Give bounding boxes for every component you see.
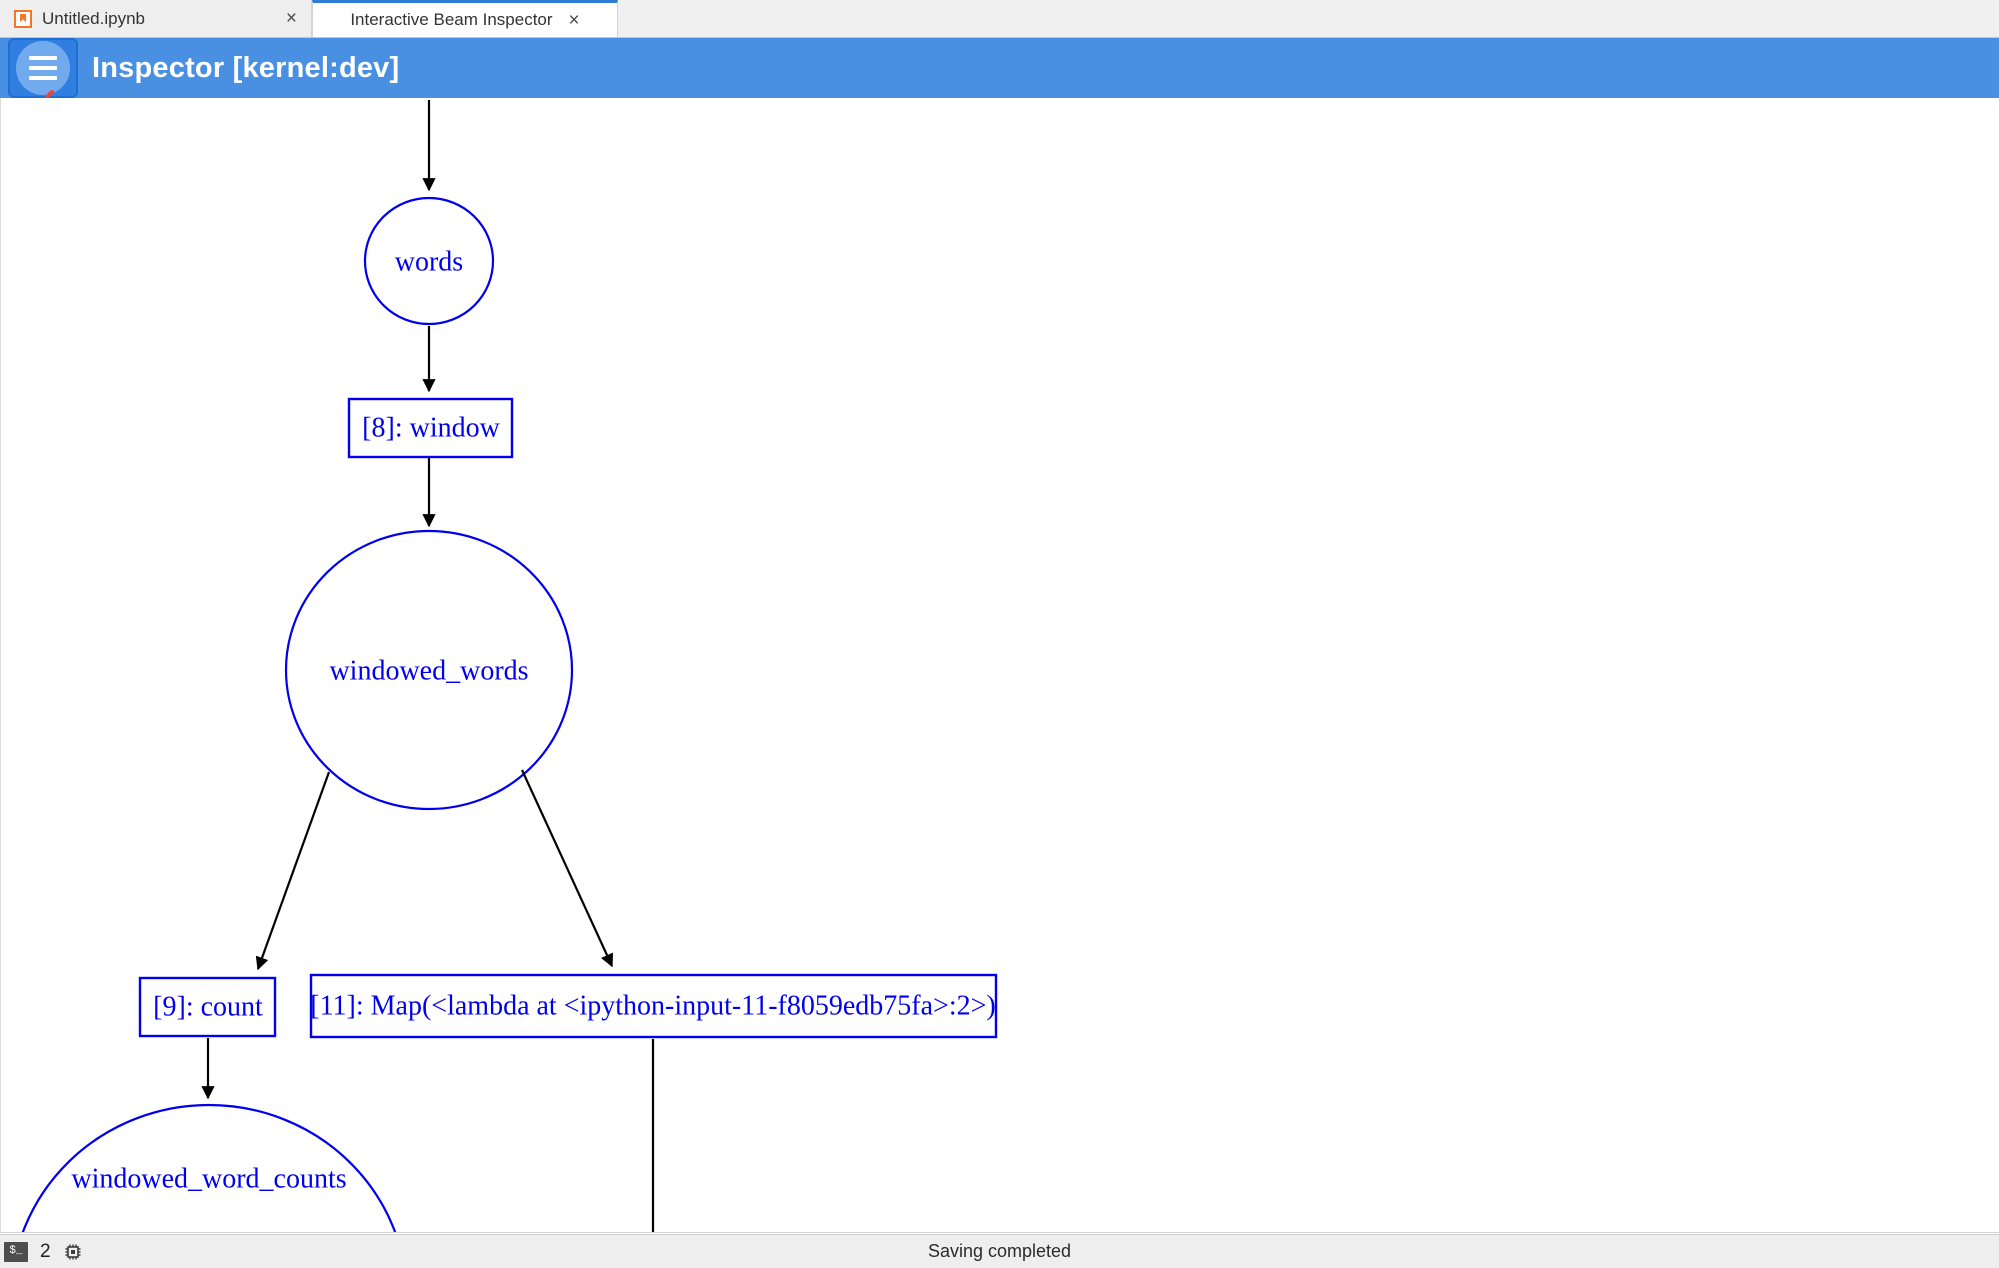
node-words[interactable]: words [363,196,495,326]
close-icon[interactable]: × [285,8,297,29]
terminal-icon[interactable]: $_ [4,1241,28,1262]
tab-label: Interactive Beam Inspector [350,10,553,29]
beam-pipeline-graph-canvas[interactable]: words [8]: window windowed_words [0,98,1999,1233]
tab-bar-filler [618,0,1999,37]
menu-toggle-button[interactable] [8,38,78,98]
kernel-count: 2 [40,1240,51,1262]
node-windowed-words-label: windowed_words [329,655,528,686]
status-bar-left: $_ 2 [0,1241,83,1263]
status-bar: $_ 2 [0,1234,1999,1268]
node-window-label: [8]: window [362,412,500,443]
hamburger-icon [16,41,70,95]
node-windowed-word-counts[interactable]: windowed_word_counts [11,1103,407,1233]
page-title: Inspector [kernel:dev] [92,52,400,84]
edge-windowed-words-to-map [521,769,614,968]
notebook-icon [14,9,32,28]
kernel-chip-icon[interactable] [63,1242,83,1262]
node-windowed-word-counts-label: windowed_word_counts [71,1163,346,1194]
status-message: Saving completed [927,1241,1072,1261]
node-window[interactable]: [8]: window [347,397,514,459]
node-count[interactable]: [9]: count [138,976,277,1038]
node-map[interactable]: [11]: Map(<lambda at <ipython-input-11-f… [309,973,998,1039]
pipeline-dag: words [8]: window windowed_words [11,100,998,1233]
node-words-label: words [395,246,463,277]
node-windowed-words[interactable]: windowed_words [284,529,574,811]
close-icon[interactable]: × [568,9,580,31]
node-map-label: [11]: Map(<lambda at <ipython-input-11-f… [310,990,995,1021]
tab-interactive-beam-inspector[interactable]: Interactive Beam Inspector × [312,0,618,37]
inspector-header: Inspector [kernel:dev] [0,38,1999,98]
tab-label: Untitled.ipynb [42,8,146,28]
edge-windowed-words-to-count [255,771,331,971]
node-count-label: [9]: count [153,991,263,1022]
tab-bar: Untitled.ipynb × Interactive Beam Inspec… [0,0,1999,38]
tab-untitled-ipynb[interactable]: Untitled.ipynb × [0,0,312,37]
